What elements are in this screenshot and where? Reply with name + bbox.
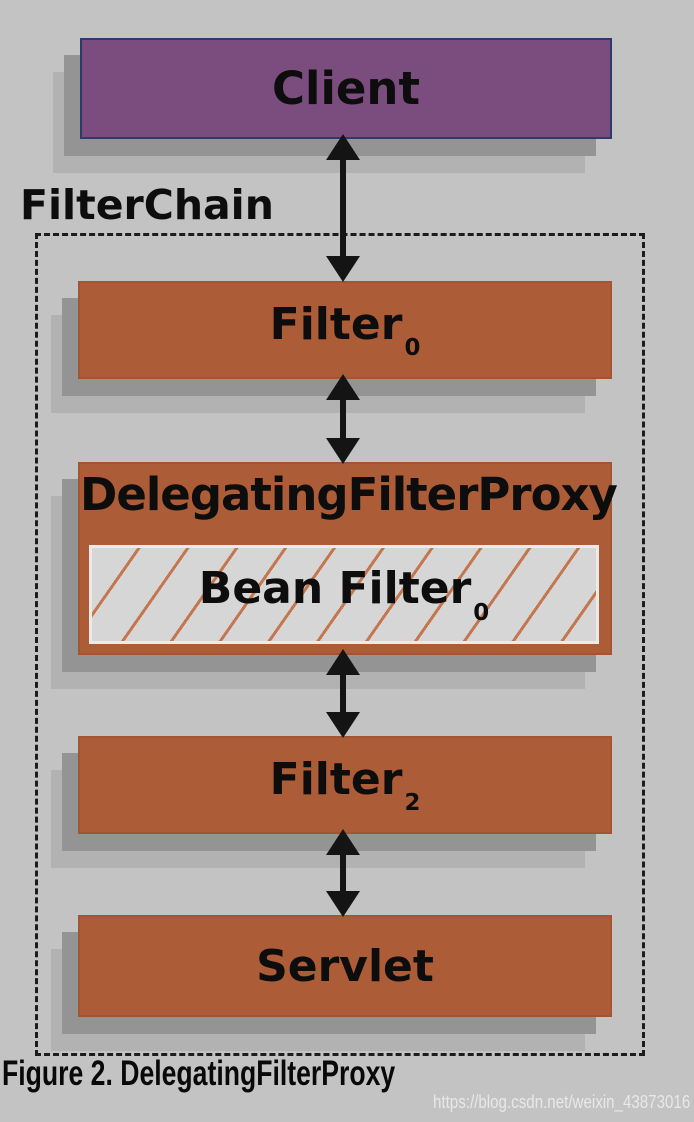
figure-caption: Figure 2. DelegatingFilterProxy [2,1054,396,1093]
bean-filter-subscript: 0 [473,599,490,626]
filter0-subscript: 0 [404,335,421,361]
arrow-head-down-icon [326,256,360,282]
arrow-shaft [340,143,346,273]
arrow-head-down-icon [326,712,360,738]
delegating-filter-proxy-label: DelegatingFilterProxy [80,468,618,521]
filter2-subscript: 2 [404,790,421,816]
dfp-filter2-double-arrow-icon [326,649,360,738]
delegating-filter-proxy-node: DelegatingFilterProxy Bean Filter0 [78,462,618,655]
client-filter0-double-arrow-icon [326,134,360,282]
filter0-dfp-double-arrow-icon [326,374,360,464]
arrow-head-down-icon [326,891,360,917]
filter2-servlet-double-arrow-icon [326,829,360,917]
servlet-label: Servlet [256,940,434,992]
arrow-shaft [340,838,346,908]
arrow-shaft [340,658,346,729]
filter0-node: Filter0 [78,281,612,379]
client-node: Client [80,38,612,139]
filterchain-label: FilterChain [20,181,274,229]
bean-filter-label: Bean Filter0 [198,563,490,626]
bean-filter-node: Bean Filter0 [89,545,599,644]
servlet-node: Servlet [78,915,612,1017]
arrow-shaft [340,383,346,455]
client-label: Client [272,62,420,115]
filter2-label: Filter2 [269,753,421,816]
csdn-watermark: https://blog.csdn.net/weixin_43873016 [432,1092,690,1112]
arrow-head-down-icon [326,438,360,464]
filter0-label: Filter0 [269,298,421,361]
filter2-node: Filter2 [78,736,612,834]
